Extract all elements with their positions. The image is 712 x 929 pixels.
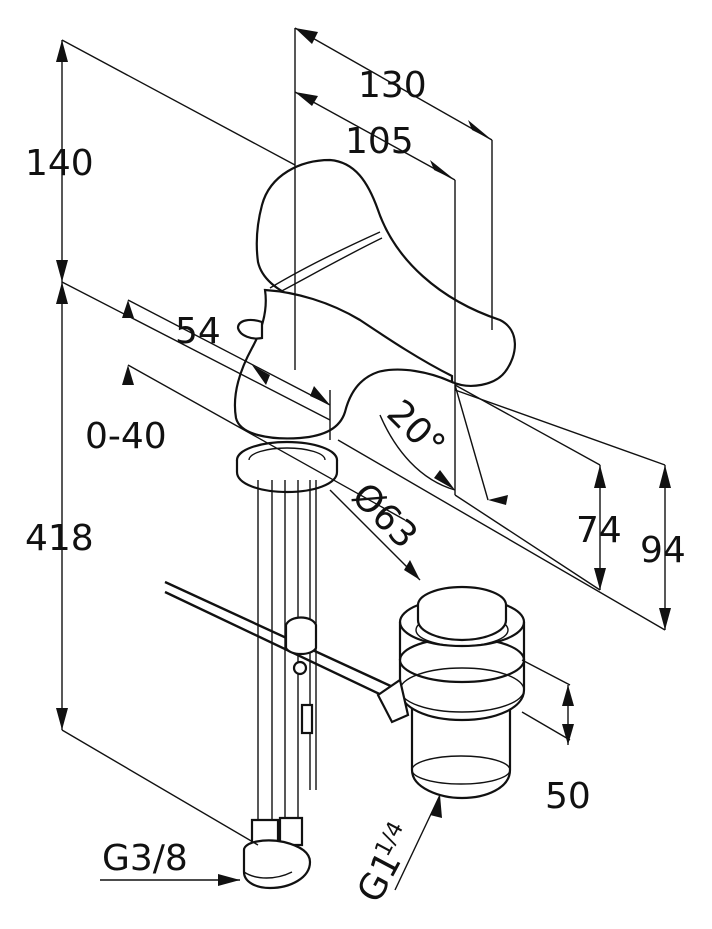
dim-g3-8: G3/8 — [102, 838, 188, 879]
dim-0-40: 0-40 — [85, 416, 167, 457]
dim-20-degrees: 20° — [379, 392, 453, 466]
supply-hoses — [242, 480, 317, 890]
dim-130: 130 — [358, 65, 427, 106]
dim-74: 74 — [576, 510, 622, 551]
arrowheads — [56, 28, 671, 886]
dimension-lines — [61, 27, 666, 891]
dim-94: 94 — [640, 530, 686, 571]
dim-105: 105 — [345, 121, 414, 162]
dim-g1-1-4: G1 1/4 — [350, 818, 410, 910]
dim-418: 418 — [25, 518, 94, 559]
dim-50: 50 — [545, 776, 591, 817]
dim-diameter-63: Ø63 — [344, 475, 425, 556]
dim-140: 140 — [25, 143, 94, 184]
faucet-body — [233, 158, 516, 494]
dim-54: 54 — [175, 311, 221, 352]
drain-valve — [376, 585, 526, 800]
popup-rod — [164, 580, 396, 700]
